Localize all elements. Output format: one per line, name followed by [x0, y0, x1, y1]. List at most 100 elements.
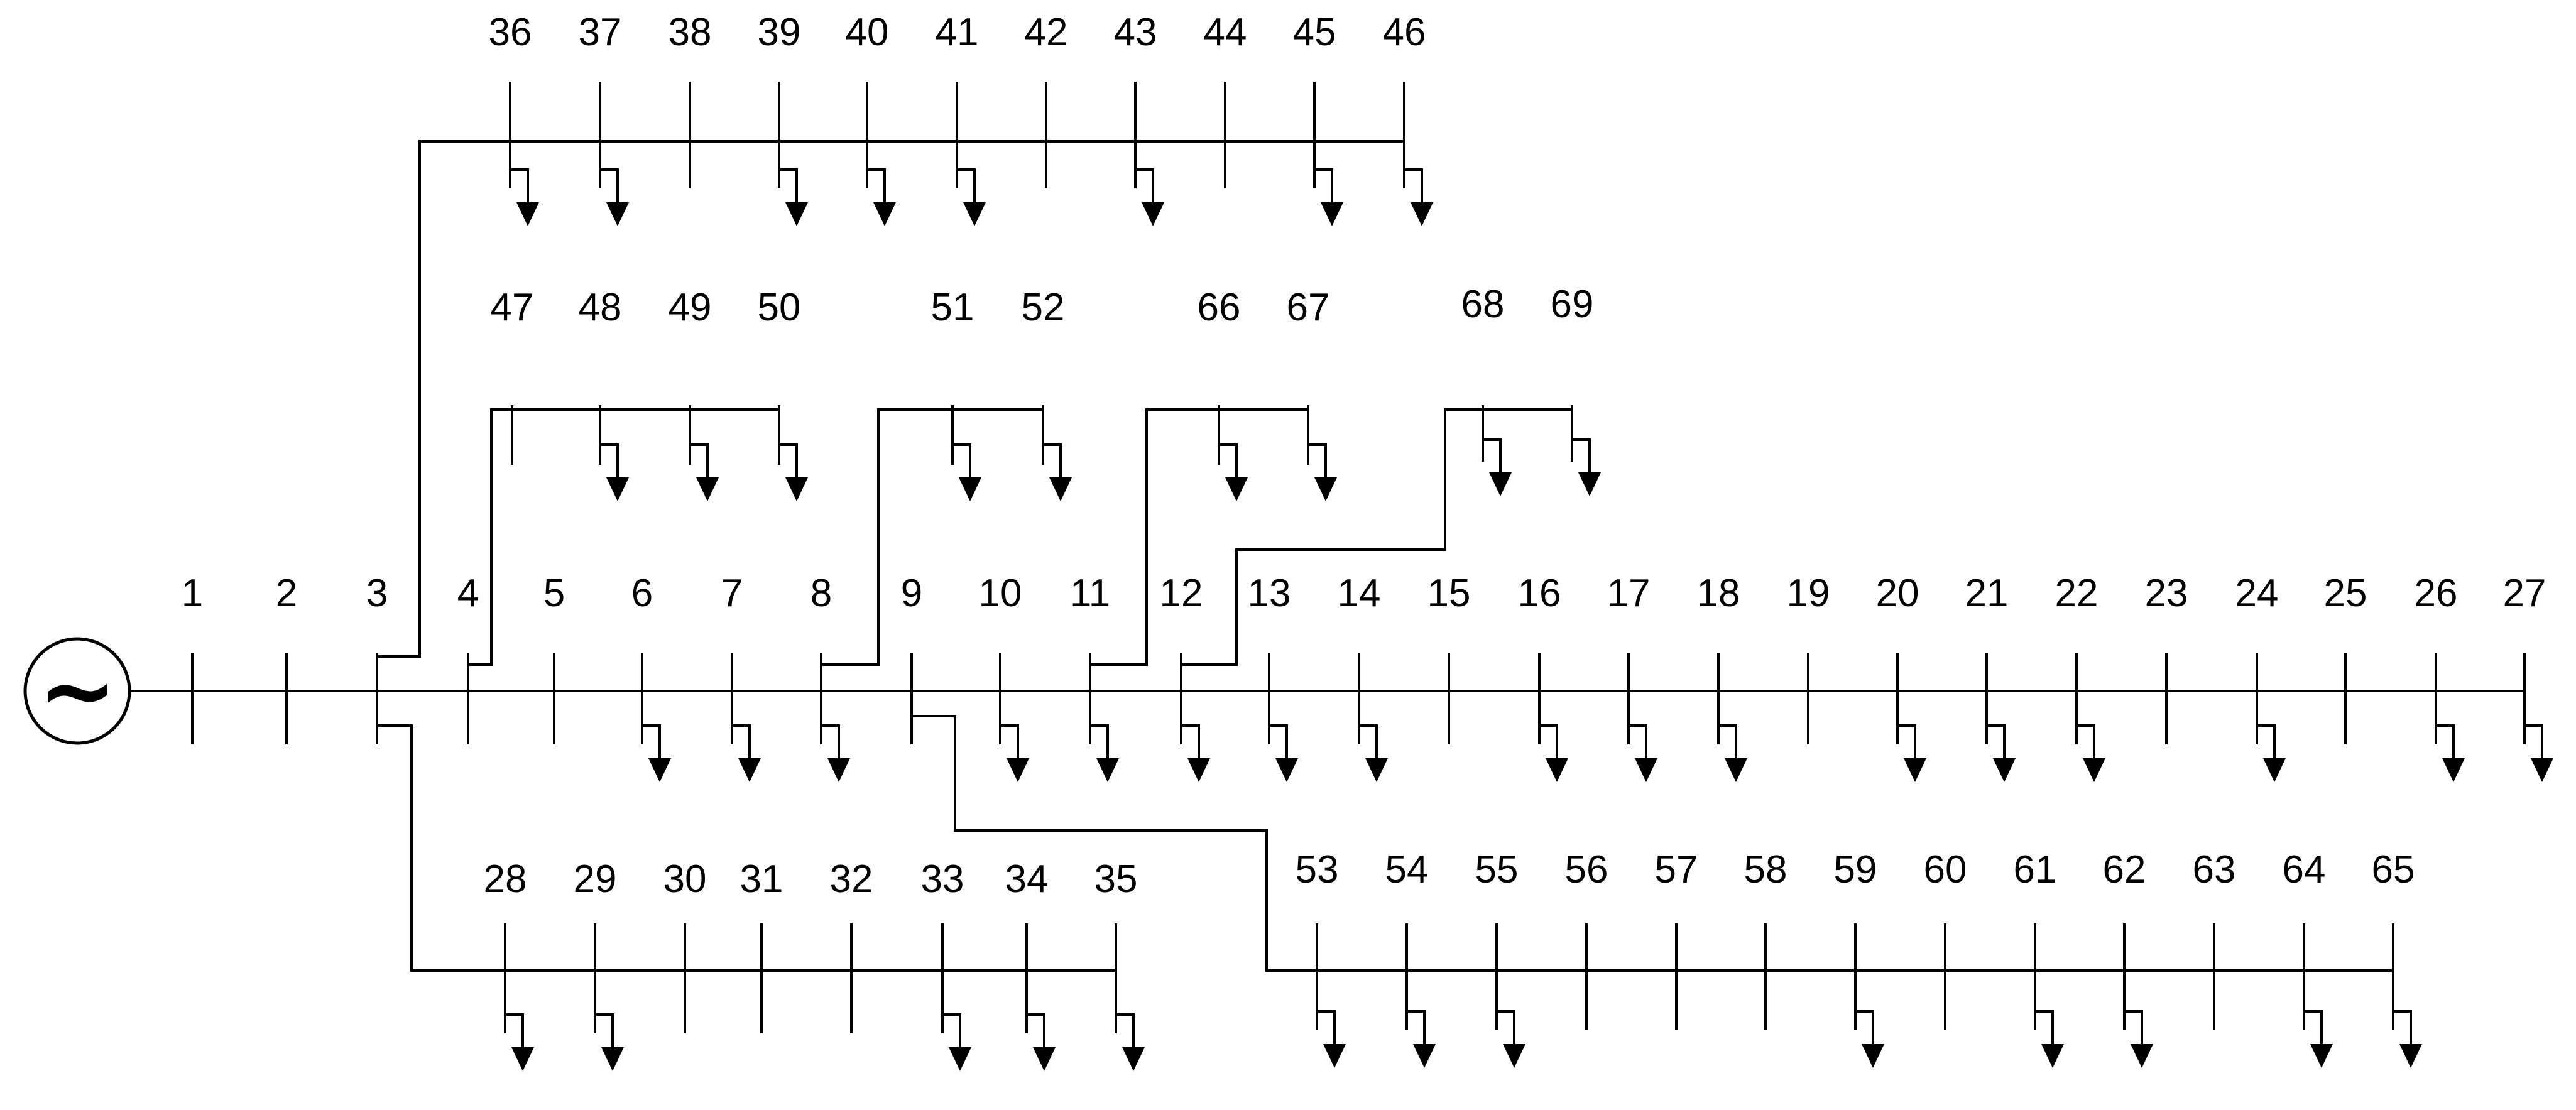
load-arrow-icon: [957, 168, 986, 226]
load-arrow-icon: [2524, 724, 2553, 782]
bus-label-4: 4: [457, 572, 479, 615]
load-arrow-icon: [1317, 1010, 1346, 1068]
source-circle: [23, 637, 131, 745]
loads: [505, 168, 2553, 1071]
load-arrow-icon: [600, 168, 629, 226]
bus-label-41: 41: [936, 11, 979, 54]
bus-label-59: 59: [1834, 848, 1877, 891]
lateral-9-line: [912, 715, 2393, 972]
source-symbol: ~: [38, 636, 117, 746]
load-arrow-icon: [510, 168, 539, 226]
load-arrow-icon: [2393, 1010, 2422, 1068]
load-arrow-icon: [1314, 168, 1343, 226]
feeder-lines: [129, 140, 2524, 972]
bus-label-49: 49: [669, 286, 712, 329]
bus-label-60: 60: [1924, 848, 1967, 891]
load-arrow-icon: [779, 443, 808, 501]
load-arrow-icon: [1572, 438, 1601, 496]
lateral-12-line: [1181, 408, 1572, 666]
bus-label-47: 47: [491, 286, 534, 329]
bus-label-2: 2: [276, 572, 297, 615]
bus-label-37: 37: [579, 11, 622, 54]
bus-label-33: 33: [921, 857, 964, 901]
load-arrow-icon: [1987, 724, 2016, 782]
bus-label-58: 58: [1744, 848, 1787, 891]
bus-label-57: 57: [1655, 848, 1698, 891]
bus-label-18: 18: [1697, 572, 1740, 615]
bus-label-23: 23: [2145, 572, 2188, 615]
lateral-3-bottom-line: [377, 724, 1116, 972]
bus-label-54: 54: [1385, 848, 1429, 891]
bus-markers: [191, 82, 2526, 1033]
bus-label-29: 29: [574, 857, 617, 901]
load-arrow-icon: [1407, 1010, 1436, 1068]
load-arrow-icon: [1181, 724, 1210, 782]
load-arrow-icon: [1855, 1010, 1884, 1068]
bus-label-1: 1: [182, 572, 203, 615]
bus-label-27: 27: [2503, 572, 2546, 615]
bus-label-46: 46: [1383, 11, 1426, 54]
load-arrow-icon: [1135, 168, 1164, 226]
bus-label-51: 51: [931, 286, 974, 329]
load-arrow-icon: [1308, 443, 1337, 501]
load-arrow-icon: [2436, 724, 2465, 782]
load-arrow-icon: [1539, 724, 1568, 782]
load-arrow-icon: [1404, 168, 1433, 226]
bus-label-63: 63: [2193, 848, 2236, 891]
lateral-11-line: [1090, 408, 1308, 666]
bus-label-25: 25: [2324, 572, 2367, 615]
bus-label-56: 56: [1565, 848, 1608, 891]
load-arrow-icon: [1219, 443, 1248, 501]
load-arrow-icon: [690, 443, 719, 501]
load-arrow-icon: [942, 1013, 971, 1071]
bus-label-67: 67: [1287, 286, 1330, 329]
load-arrow-icon: [600, 443, 629, 501]
bus-label-35: 35: [1094, 857, 1138, 901]
load-arrow-icon: [2304, 1010, 2333, 1068]
load-arrow-icon: [952, 443, 981, 501]
bus-label-50: 50: [758, 286, 801, 329]
load-arrow-icon: [1269, 724, 1298, 782]
bus-label-44: 44: [1204, 11, 1247, 54]
bus-label-31: 31: [740, 857, 783, 901]
bus-label-61: 61: [2014, 848, 2057, 891]
load-arrow-icon: [2035, 1010, 2064, 1068]
load-arrow-icon: [1629, 724, 1657, 782]
bus-label-34: 34: [1005, 857, 1049, 901]
bus-label-13: 13: [1248, 572, 1291, 615]
bus-label-52: 52: [1022, 286, 1065, 329]
bus-label-26: 26: [2415, 572, 2458, 615]
bus-label-16: 16: [1518, 572, 1561, 615]
bus-label-21: 21: [1965, 572, 2009, 615]
bus-label-48: 48: [579, 286, 622, 329]
bus-label-10: 10: [979, 572, 1022, 615]
bus-label-20: 20: [1876, 572, 1919, 615]
load-arrow-icon: [2077, 724, 2105, 782]
bus-label-3: 3: [366, 572, 388, 615]
lateral-8-line: [821, 408, 1043, 666]
load-arrow-icon: [2124, 1010, 2153, 1068]
bus-label-30: 30: [663, 857, 707, 901]
load-arrow-icon: [1897, 724, 1926, 782]
bus-label-62: 62: [2103, 848, 2146, 891]
bus-label-24: 24: [2235, 572, 2279, 615]
bus-label-32: 32: [830, 857, 873, 901]
bus-label-12: 12: [1160, 572, 1203, 615]
load-arrow-icon: [1116, 1013, 1145, 1071]
load-arrow-icon: [1043, 443, 1072, 501]
bus-label-38: 38: [669, 11, 712, 54]
bus-label-64: 64: [2283, 848, 2326, 891]
bus-label-66: 66: [1198, 286, 1241, 329]
bus-label-8: 8: [810, 572, 832, 615]
bus-label-43: 43: [1114, 11, 1157, 54]
bus-label-42: 42: [1025, 11, 1068, 54]
bus-label-14: 14: [1338, 572, 1381, 615]
bus-label-15: 15: [1427, 572, 1471, 615]
bus-label-7: 7: [721, 572, 743, 615]
load-arrow-icon: [1497, 1010, 1525, 1068]
bus-label-5: 5: [543, 572, 565, 615]
load-arrow-icon: [1027, 1013, 1056, 1071]
bus-label-19: 19: [1787, 572, 1830, 615]
